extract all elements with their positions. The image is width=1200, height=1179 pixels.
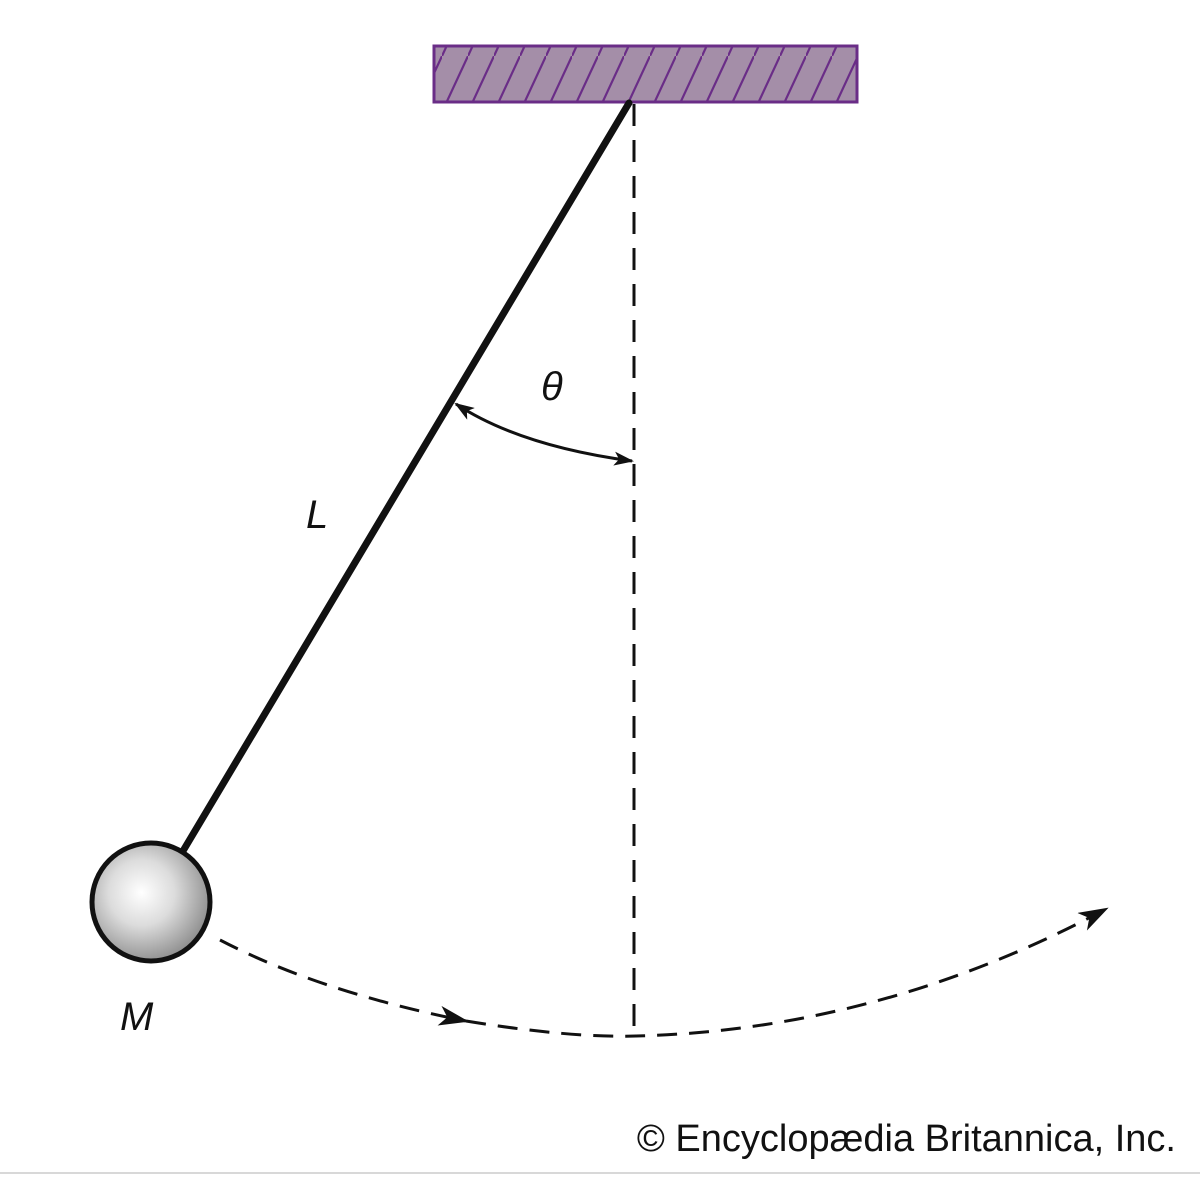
copyright-credit: © Encyclopædia Britannica, Inc. — [636, 1118, 1176, 1160]
swing-path-right-arrow-icon — [465, 907, 1109, 1038]
mass-label: M — [120, 995, 154, 1039]
angle-arc-icon — [454, 402, 634, 466]
ceiling-support-icon — [432, 44, 859, 104]
pendulum-rod — [176, 99, 633, 860]
pendulum-bob-icon — [89, 840, 213, 964]
length-label: L — [306, 493, 328, 537]
bottom-divider — [0, 1172, 1200, 1174]
swing-path-left-arrow-icon — [219, 938, 469, 1026]
angle-label: θ — [541, 365, 563, 409]
